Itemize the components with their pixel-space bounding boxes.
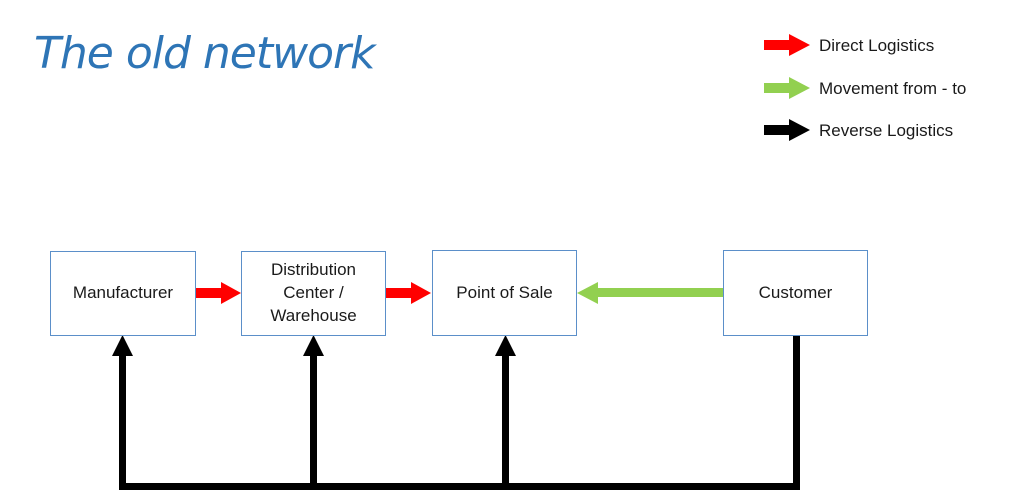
direct-arrow-manufacturer-to-distribution	[196, 282, 241, 304]
legend-movement-arrow-icon	[764, 77, 810, 99]
page-title: The old network	[34, 28, 376, 79]
node-manufacturer: Manufacturer	[50, 251, 196, 336]
legend-reverse-arrow-icon	[764, 119, 810, 141]
node-point-of-sale-label: Point of Sale	[456, 282, 553, 302]
legend-direct-label: Direct Logistics	[819, 36, 935, 55]
node-distribution-center: Distribution Center / Warehouse	[241, 251, 386, 336]
movement-arrow-customer-to-pos	[577, 282, 724, 304]
legend-movement-label: Movement from - to	[819, 79, 967, 98]
reverse-logistics-path	[112, 335, 800, 490]
node-customer: Customer	[723, 250, 868, 336]
node-distribution-center-label: Distribution Center / Warehouse	[270, 260, 357, 325]
direct-arrow-distribution-to-pos	[386, 282, 431, 304]
node-point-of-sale: Point of Sale	[432, 250, 577, 336]
legend-reverse-label: Reverse Logistics	[819, 121, 954, 140]
node-customer-label: Customer	[758, 282, 833, 302]
node-manufacturer-label: Manufacturer	[72, 283, 174, 303]
legend-direct-arrow-icon	[764, 34, 810, 56]
